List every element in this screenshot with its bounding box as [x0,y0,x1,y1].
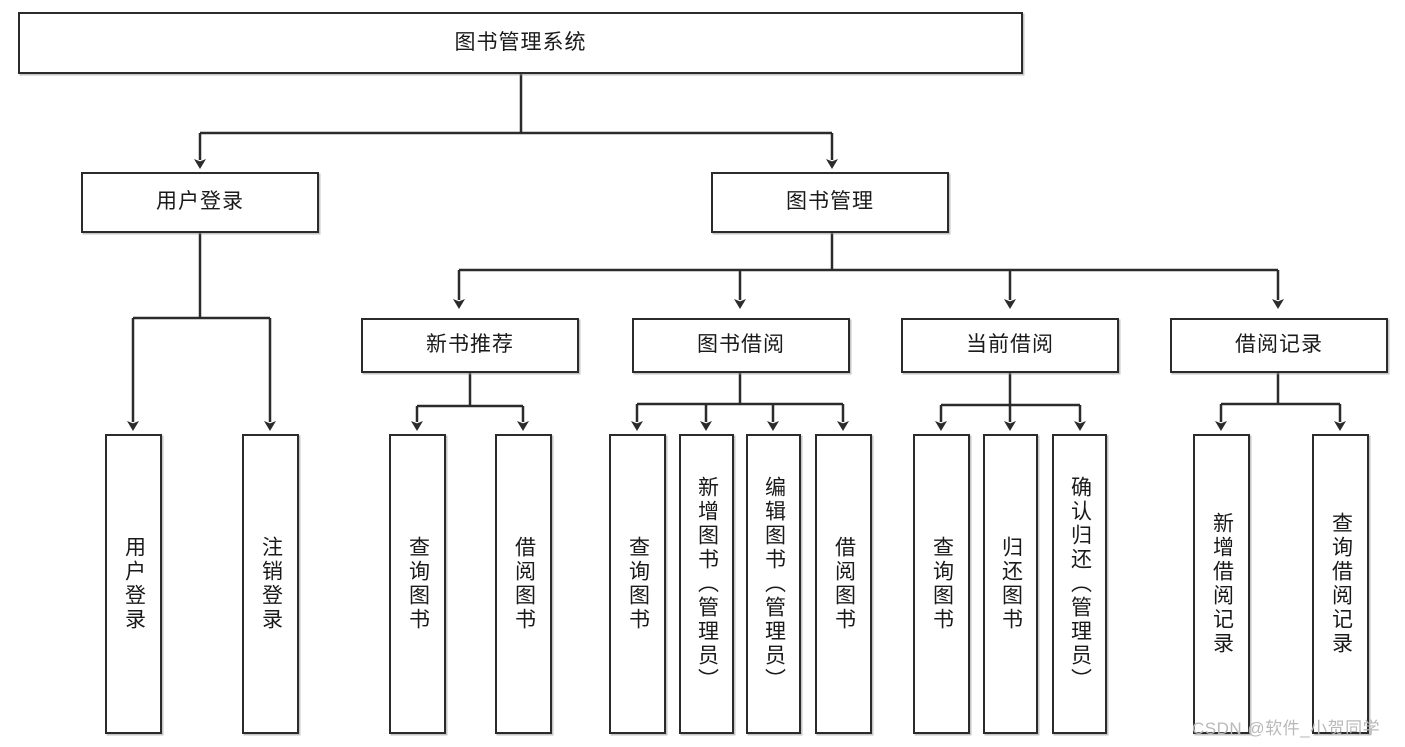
node-current-borrow[interactable]: 当前借阅 [901,318,1119,373]
node-label: 新增图书（管理员） [695,476,719,692]
leaf-records-add-record[interactable]: 新增借阅记录 [1193,434,1250,734]
leaf-new-book-borrow[interactable]: 借阅图书 [495,434,552,734]
node-user-login[interactable]: 用户登录 [81,172,319,233]
leaf-current-query-book[interactable]: 查询图书 [913,434,970,734]
node-borrow-records[interactable]: 借阅记录 [1170,318,1388,373]
leaf-user-login-login[interactable]: 用户登录 [105,434,162,734]
node-label: 确认归还（管理员） [1068,476,1092,692]
node-label: 查询图书 [930,536,954,632]
node-root-system[interactable]: 图书管理系统 [18,12,1023,74]
node-label: 图书借阅 [697,333,785,357]
node-label: 借阅记录 [1235,333,1323,357]
leaf-borrow-query-book[interactable]: 查询图书 [609,434,666,734]
node-label: 查询图书 [406,536,430,632]
node-label: 归还图书 [999,536,1023,632]
leaf-current-return-book[interactable]: 归还图书 [983,434,1038,734]
node-label: 当前借阅 [966,333,1054,357]
leaf-new-book-query[interactable]: 查询图书 [389,434,446,734]
node-book-borrow[interactable]: 图书借阅 [632,318,850,373]
node-book-management[interactable]: 图书管理 [711,172,949,233]
node-label: 用户登录 [156,190,244,214]
node-new-book-recommend[interactable]: 新书推荐 [361,318,579,373]
node-label: 借阅图书 [512,536,536,632]
leaf-user-login-logout[interactable]: 注销登录 [242,434,299,734]
node-label: 新增借阅记录 [1210,512,1234,656]
leaf-borrow-borrow-book[interactable]: 借阅图书 [815,434,872,734]
leaf-current-confirm-return-admin[interactable]: 确认归还（管理员） [1052,434,1107,734]
node-label: 图书管理系统 [454,30,587,54]
node-label: 编辑图书（管理员） [762,476,786,692]
watermark-text: CSDN @软件_小贺同学 [1192,719,1381,738]
leaf-borrow-add-book-admin[interactable]: 新增图书（管理员） [679,434,734,734]
node-label: 借阅图书 [832,536,856,632]
node-label: 新书推荐 [426,333,514,357]
node-label: 查询借阅记录 [1329,512,1353,656]
leaf-records-query-record[interactable]: 查询借阅记录 [1312,434,1369,734]
node-label: 查询图书 [626,536,650,632]
node-label: 用户登录 [122,536,146,632]
node-label: 注销登录 [259,536,283,632]
leaf-borrow-edit-book-admin[interactable]: 编辑图书（管理员） [746,434,801,734]
node-label: 图书管理 [786,190,874,214]
